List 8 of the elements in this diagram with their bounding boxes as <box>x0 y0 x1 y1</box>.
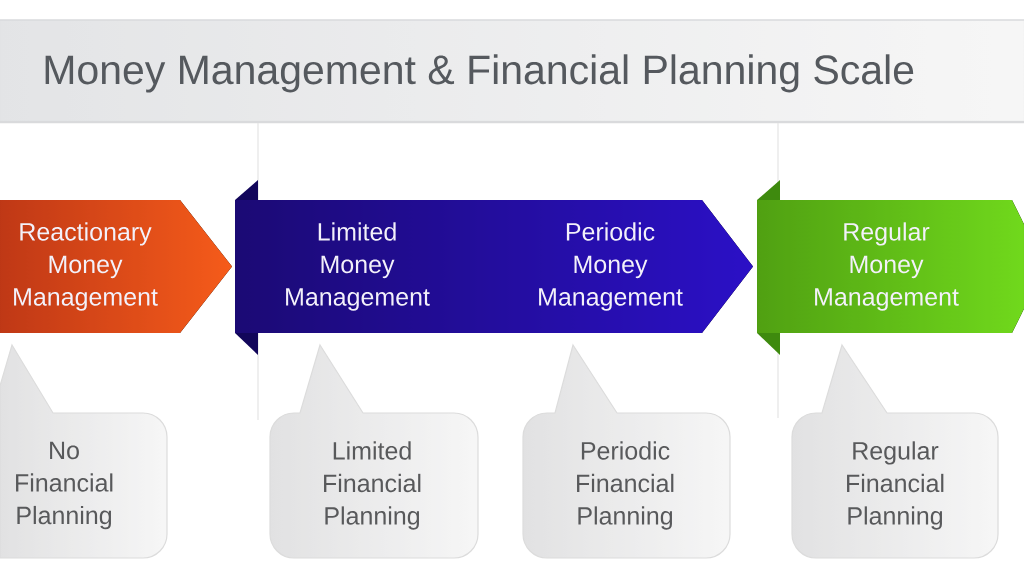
speech-bubble: Periodic Financial Planning <box>522 344 731 559</box>
speech-bubble: Limited Financial Planning <box>269 344 479 559</box>
pointed-banner: Reactionary Money Management <box>0 200 232 333</box>
speech-bubble: Regular Financial Planning <box>791 344 999 559</box>
ribbon-banner: Limited Money Management Periodic Money Management <box>235 180 753 355</box>
speech-bubble: No Financial Planning <box>0 344 168 559</box>
title-bar: Money Management & Financial Planning Scale <box>0 19 1024 124</box>
ribbon-banner: Regular Money Management <box>757 180 1024 355</box>
